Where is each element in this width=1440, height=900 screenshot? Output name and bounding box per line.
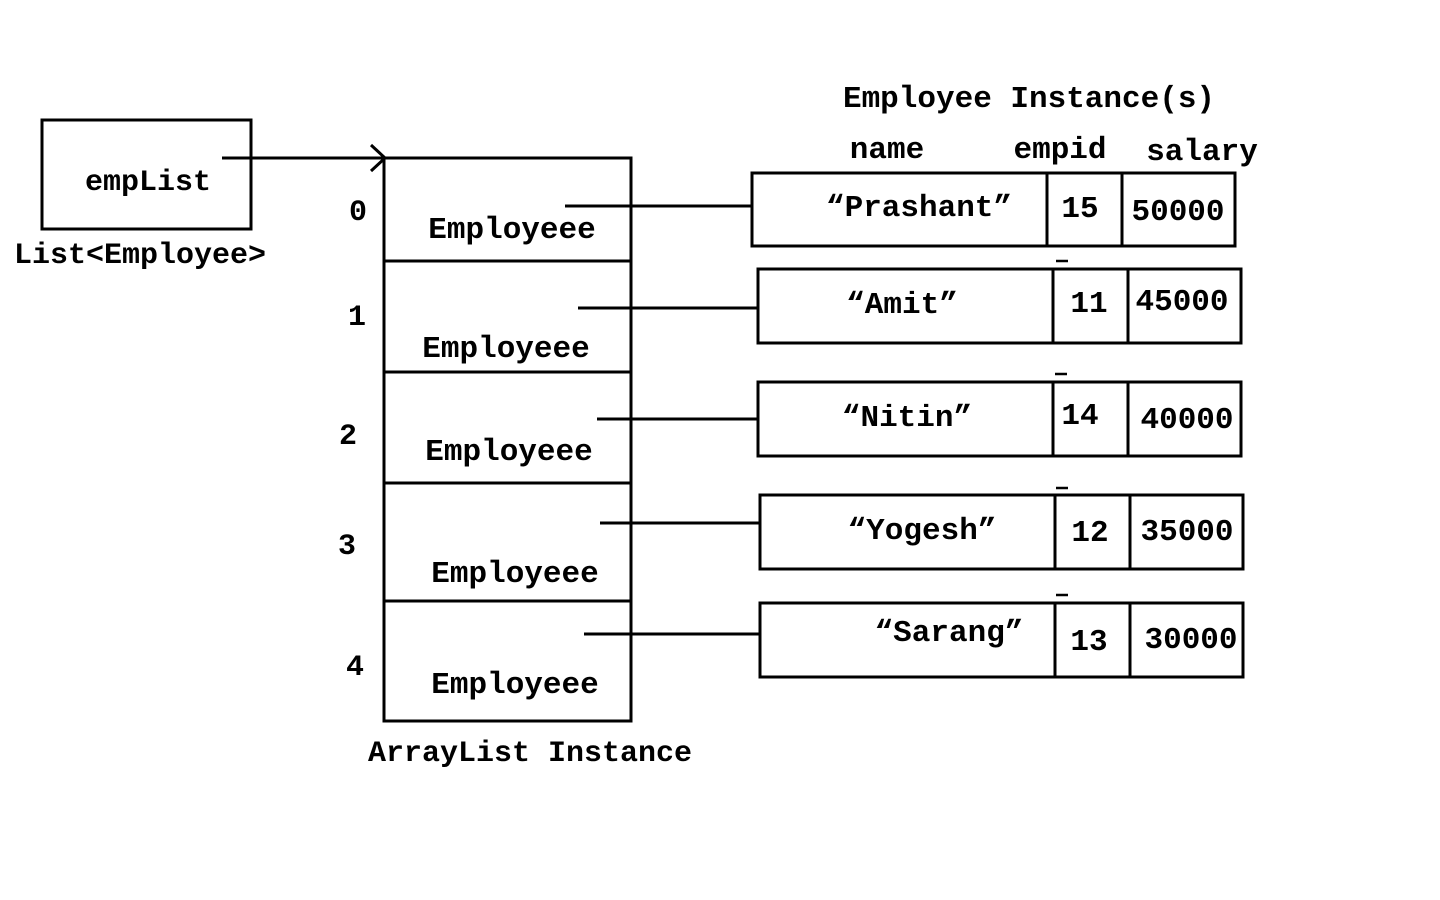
slot-label: Employeee: [431, 557, 598, 592]
slot-index: 4: [346, 651, 364, 685]
employee-instance: “Amit” 11 45000: [578, 259, 1243, 345]
employee-box: [756, 267, 1243, 345]
slot-label: Employeee: [425, 435, 592, 470]
employee-instances-title: Employee Instance(s): [843, 82, 1215, 117]
column-header-salary: salary: [1146, 135, 1258, 170]
employee-name: “Amit”: [846, 288, 958, 323]
slot-index: 0: [349, 196, 367, 230]
employee-salary: 30000: [1144, 623, 1237, 658]
arraylist-caption: ArrayList Instance: [368, 737, 692, 771]
employee-salary: 35000: [1140, 515, 1233, 550]
employee-name: “Nitin”: [842, 401, 972, 436]
employee-name: “Yogesh”: [848, 514, 997, 549]
employee-empid: 14: [1061, 399, 1098, 434]
employee-empid: 15: [1061, 192, 1098, 227]
emplist-name: empList: [85, 166, 211, 200]
employee-instance: “Yogesh” 12 35000: [600, 486, 1245, 571]
employee-salary: 50000: [1131, 195, 1224, 230]
column-header-name: name: [850, 133, 924, 168]
employee-empid: 13: [1070, 625, 1107, 660]
employee-box: [756, 380, 1243, 458]
reference-arrow: [222, 143, 388, 173]
employee-box: [758, 493, 1245, 571]
employee-salary: 40000: [1140, 403, 1233, 438]
slot-label: Employeee: [428, 213, 595, 248]
employee-box: [758, 601, 1245, 679]
employee-empid: 11: [1070, 287, 1107, 322]
employee-box: [750, 171, 1237, 248]
slot-index: 2: [339, 420, 357, 454]
employee-instance: “Sarang” 13 30000: [584, 593, 1245, 679]
arraylist-outline: [382, 156, 633, 723]
employee-instances-header: Employee Instance(s) name empid salary: [843, 82, 1258, 170]
slot-label: Employeee: [431, 668, 598, 703]
emplist-box: [40, 118, 253, 231]
slot-label: Employeee: [422, 332, 589, 367]
employee-salary: 45000: [1135, 285, 1228, 320]
column-header-empid: empid: [1013, 133, 1106, 168]
arraylist-instance: 0 1 2 3 4 Employeee Employeee Employeee …: [338, 156, 692, 771]
reference-variable: empList List<Employee>: [14, 118, 266, 273]
emplist-type-label: List<Employee>: [14, 239, 266, 273]
slot-index: 3: [338, 530, 356, 564]
employee-name: “Sarang”: [875, 616, 1024, 651]
employee-instances: “Prashant” 15 50000 “Amit” 11 45000 “Nit…: [565, 171, 1245, 679]
employee-instance: “Prashant” 15 50000: [565, 171, 1237, 248]
employee-instance: “Nitin” 14 40000: [597, 372, 1243, 458]
employee-empid: 12: [1071, 516, 1108, 551]
slot-index: 1: [348, 301, 366, 335]
employee-name: “Prashant”: [826, 191, 1012, 226]
